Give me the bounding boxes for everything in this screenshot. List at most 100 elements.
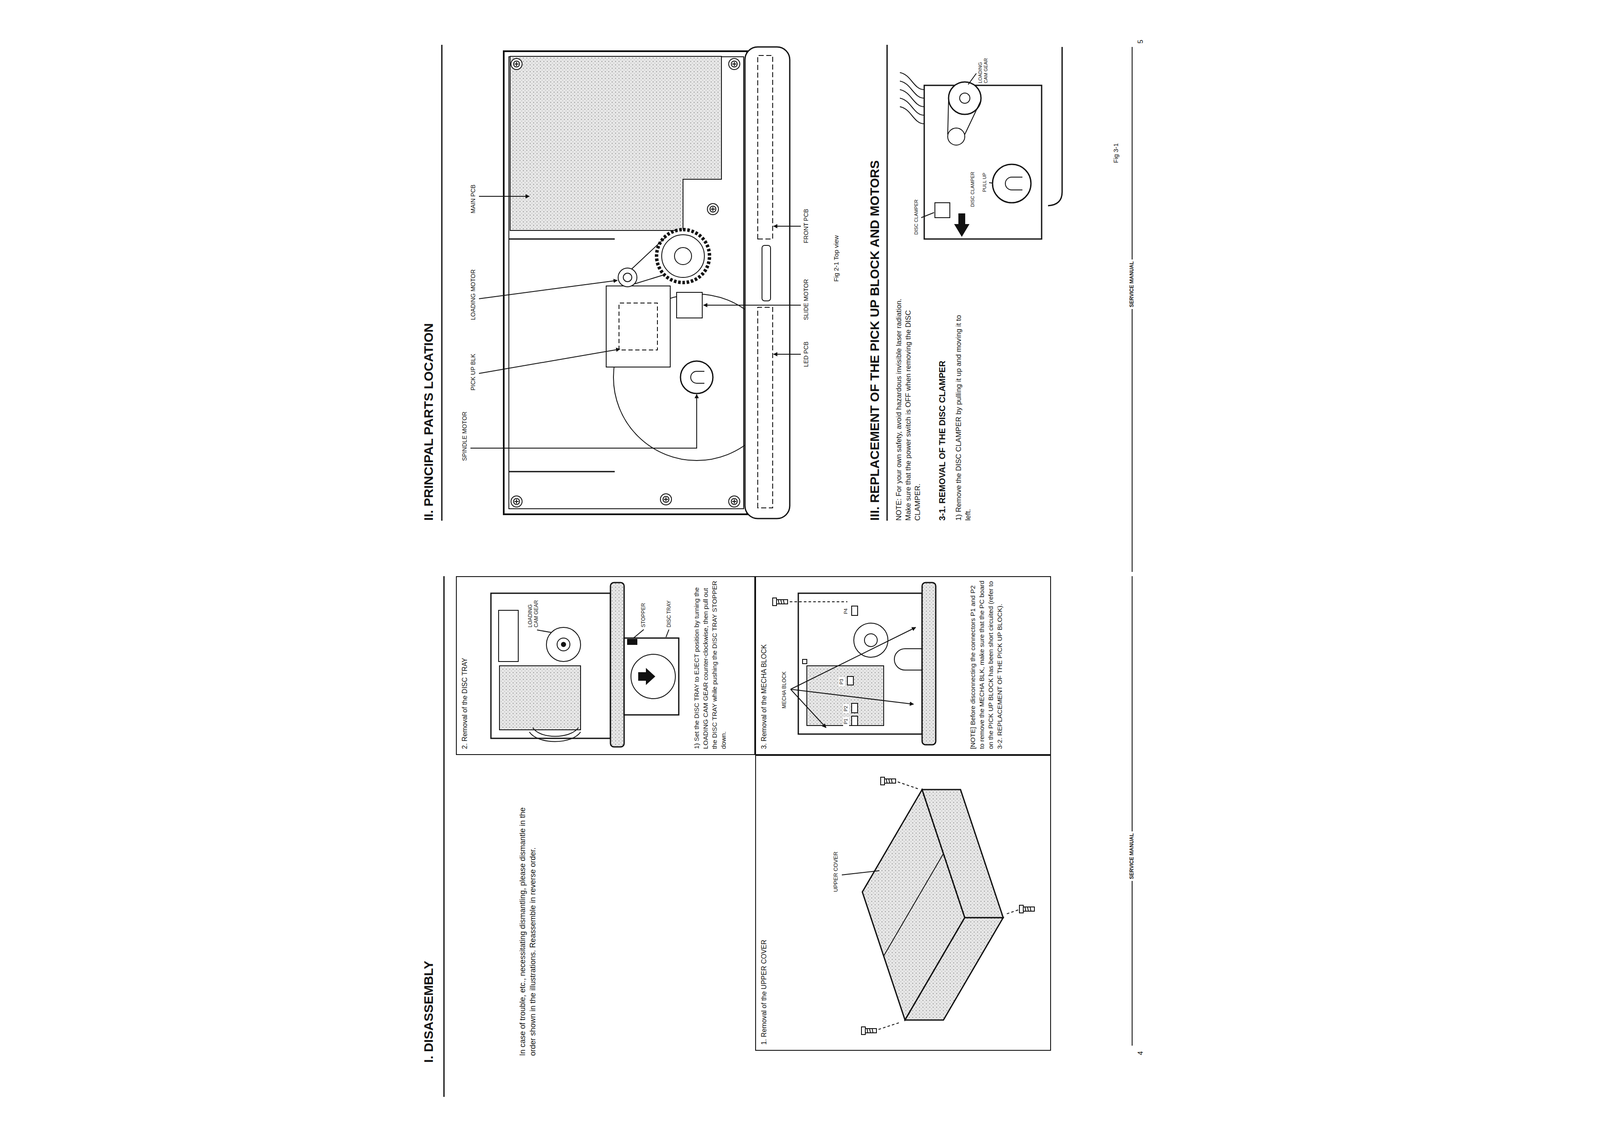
mecha-block-illustration	[798, 593, 923, 735]
top-view-illustration	[703, 304, 801, 306]
text-paragraph: LOADING CAM GEAR	[977, 57, 989, 84]
top-view-illustration	[661, 234, 705, 278]
part-label: STOPPER	[640, 603, 647, 628]
part-label: DISC CLAMPER	[913, 199, 920, 235]
part-label: P2	[843, 704, 850, 714]
top-view-illustration	[634, 275, 663, 284]
top-view-illustration	[503, 51, 748, 515]
section-rules	[441, 44, 888, 1098]
disc-tray-illustration	[557, 638, 570, 652]
part-label: Fig 2-1 Top view	[832, 235, 841, 282]
upper-cover-illustration	[1019, 905, 1035, 914]
top-view-illustration	[470, 46, 801, 519]
footer-rules	[1131, 46, 1133, 1046]
disc-tray-illustration	[490, 593, 611, 739]
top-view-illustration	[508, 471, 615, 473]
disc-clamper-illustration	[899, 98, 925, 116]
part-label: PULL UP	[981, 171, 988, 194]
mecha-block-illustration	[772, 582, 936, 745]
part-label: MECHA BLOCK	[781, 671, 788, 709]
disc-clamper-illustration	[899, 89, 925, 107]
section-rules	[443, 576, 445, 1098]
top-view-illustration	[674, 247, 692, 265]
top-view-illustration	[757, 307, 773, 509]
panel-heading: 3. Removal of the MECHA BLOCK	[759, 580, 769, 750]
top-view-illustration	[470, 394, 697, 449]
upper-cover-illustration	[1005, 910, 1019, 915]
upper-cover-illustration	[897, 782, 918, 789]
top-view-illustration	[508, 238, 615, 240]
disc-tray-illustration	[561, 642, 566, 647]
top-view-illustration	[773, 225, 801, 227]
disc-clamper-illustration	[989, 182, 993, 184]
part-label: UPPER COVER	[832, 851, 840, 893]
upper-cover-illustration	[841, 777, 1035, 1035]
disc-clamper-illustration	[954, 213, 970, 237]
top-view-illustration	[707, 203, 719, 215]
part-label: P3	[838, 677, 845, 687]
disc-clamper-illustration	[959, 93, 970, 104]
heading-label: I. DISASSEMBLY	[420, 960, 437, 1063]
part-label: Fig 3-1	[1112, 143, 1121, 164]
mecha-block-illustration	[802, 659, 807, 664]
disc-clamper-illustration	[964, 100, 982, 135]
disc-tray-illustration	[633, 629, 644, 639]
part-label: P1	[843, 717, 850, 727]
disc-clamper-illustration	[968, 73, 977, 85]
top-view-illustration	[478, 349, 620, 374]
disc-tray-illustration	[537, 630, 552, 633]
text-paragraph: LOADING CAM GEAR	[527, 597, 540, 628]
upper-cover-illustration	[861, 1027, 877, 1035]
disc-clamper-illustration	[924, 85, 1042, 240]
mecha-block-illustration	[851, 703, 858, 713]
top-view-illustration	[762, 245, 771, 301]
text-paragraph: NOTE: For your own safety, avoid hazardo…	[894, 281, 923, 521]
part-label: SLIDE MOTOR	[802, 279, 811, 321]
part-label: 4	[1136, 1051, 1145, 1056]
upper-cover-illustration	[922, 789, 1004, 918]
disc-tray-illustration	[627, 639, 637, 645]
mecha-block-illustration	[789, 601, 848, 603]
disc-clamper-illustration	[947, 128, 965, 146]
section-rules	[441, 44, 443, 521]
top-view-illustration	[660, 493, 672, 506]
upper-cover-illustration	[880, 777, 896, 786]
footer-rules	[1131, 576, 1133, 1046]
disc-tray-illustration	[529, 732, 581, 742]
mecha-block-illustration	[772, 598, 788, 606]
part-label: FRONT PCB	[802, 208, 811, 244]
disc-clamper-illustration	[934, 202, 950, 218]
top-view-illustration	[680, 361, 713, 394]
mecha-block-illustration	[864, 633, 878, 647]
part-label: SPINDLE MOTOR	[461, 411, 469, 462]
mecha-block-illustration	[851, 716, 858, 726]
top-view-illustration	[690, 371, 705, 384]
disc-clamper-illustration	[992, 164, 1031, 203]
mecha-block-illustration	[847, 676, 854, 686]
disc-tray-illustration	[532, 727, 579, 737]
upper-cover-illustration	[841, 870, 880, 876]
top-view-illustration	[773, 353, 801, 355]
part-label: LOADING MOTOR	[469, 269, 478, 321]
upper-cover-illustration	[883, 853, 944, 957]
top-view-illustration	[478, 195, 530, 197]
disc-clamper-illustration	[948, 81, 982, 115]
heading-label: II. PRINCIPAL PARTS LOCATION	[420, 323, 437, 521]
instruction-text: 1) Set the DISC TRAY to EJECT position b…	[692, 580, 729, 750]
top-view-illustration	[508, 56, 744, 509]
mecha-block-illustration	[790, 627, 916, 690]
top-view-illustration	[676, 292, 703, 319]
disc-clamper-illustration	[947, 100, 949, 135]
text-paragraph: In case of trouble, etc., necessitating …	[517, 800, 539, 1057]
top-view-illustration	[478, 280, 618, 299]
disc-clamper-illustration	[899, 106, 925, 124]
top-view-illustration	[606, 286, 671, 368]
disc-tray-illustration	[610, 582, 625, 748]
instruction-text: [NOTE] Before disconnecting the connecto…	[968, 580, 1005, 750]
disc-tray-illustration	[624, 638, 679, 716]
top-view-illustration	[618, 268, 637, 287]
mecha-block-illustration	[853, 623, 888, 658]
disc-tray-illustration	[499, 665, 581, 730]
disc-tray-illustration	[498, 610, 519, 662]
heading-label: SERVICE MANUAL	[1128, 259, 1136, 310]
